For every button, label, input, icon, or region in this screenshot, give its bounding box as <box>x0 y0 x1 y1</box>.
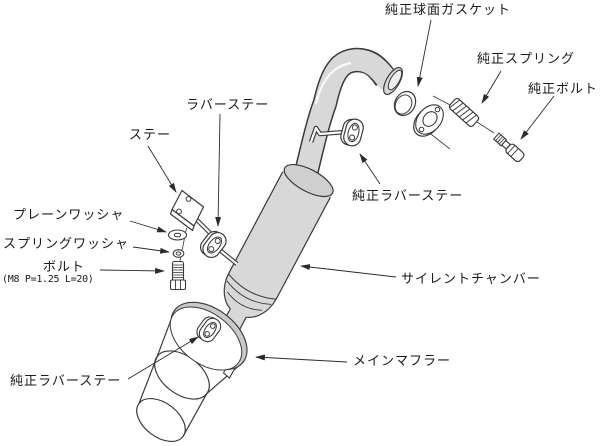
label-rubber-stay: ラバーステー <box>186 97 270 112</box>
stay-bracket-drawing <box>169 189 205 232</box>
leader-arrows <box>99 19 555 380</box>
tail-pipe-drawing <box>291 47 399 189</box>
label-silent-chamber: サイレントチャンバー <box>401 271 541 286</box>
leader-oem-rubber-stay-muffler <box>127 336 199 380</box>
leader-silent-chamber <box>300 264 397 278</box>
pipe-hanger-hook-drawing <box>308 125 346 143</box>
rubber-mount-stay-drawing <box>199 230 227 259</box>
plain-washer-drawing <box>167 229 188 241</box>
label-oem-bolt: 純正ボルト <box>528 81 599 96</box>
leader-plain-washer <box>129 220 167 233</box>
label-bolt: ボルト <box>43 259 86 274</box>
bolt-drawing <box>169 260 187 291</box>
leader-rubber-stay <box>215 113 222 227</box>
label-oem-rubber-stay-pipe: 純正ラバーステー <box>352 188 464 203</box>
label-spring-washer: スプリングワッシャ <box>3 236 130 251</box>
label-oem-rubber-stay-muffler: 純正ラバーステー <box>10 373 122 388</box>
leader-bolt <box>99 267 165 274</box>
leader-spring-washer <box>132 246 170 254</box>
leader-stay <box>147 145 177 193</box>
label-stay: ステー <box>129 127 172 142</box>
label-oem-spring: 純正スプリング <box>477 51 576 66</box>
spherical-gasket-drawing <box>393 90 417 117</box>
exhaust-flange-drawing <box>413 104 444 137</box>
label-plain-washer: プレーンワッシャ <box>13 207 125 222</box>
oem-rubber-mount-muffler-drawing <box>196 316 222 343</box>
stay-assembly-drawing <box>167 189 239 291</box>
leader-main-muffler <box>255 354 348 363</box>
leader-oem-spherical-gasket <box>416 19 432 87</box>
leader-oem-rubber-stay-pipe <box>359 153 381 185</box>
oem-spring-drawing <box>448 97 480 128</box>
label-main-muffler: メインマフラー <box>353 353 452 368</box>
leader-oem-spring <box>481 70 502 104</box>
spring-washer-drawing <box>172 249 185 258</box>
leader-oem-bolt <box>520 95 555 140</box>
oem-bolt-drawing <box>492 132 525 163</box>
oem-rubber-mount-pipe-drawing <box>340 118 364 147</box>
pipe-flange-lip-drawing <box>383 67 403 95</box>
main-muffler-drawing <box>136 301 248 443</box>
label-bolt-spec: (M8 P=1.25 L=20) <box>2 274 94 285</box>
label-oem-spherical-gasket: 純正球面ガスケット <box>385 2 512 17</box>
